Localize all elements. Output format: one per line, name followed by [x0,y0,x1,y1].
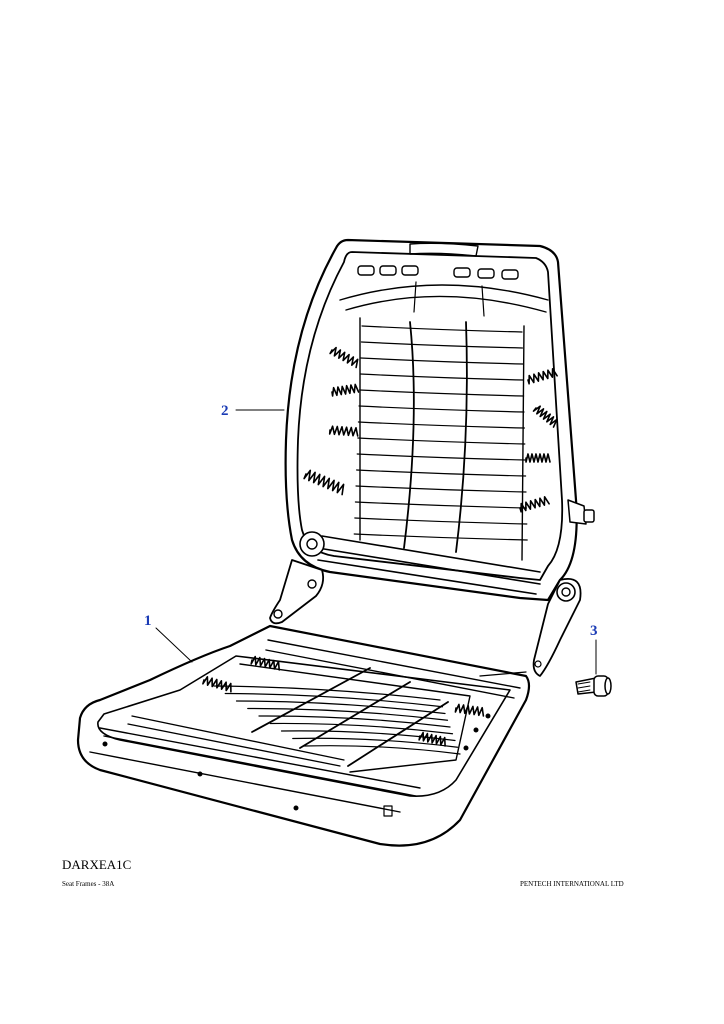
seat-cushion-frame [76,624,531,847]
seat-cross-wire [213,685,441,701]
callout-number-1: 1 [144,613,152,629]
backrest-cross-wire [354,517,528,525]
callout-number-2: 2 [221,403,229,419]
backrest-adjust-knob [567,499,595,525]
backrest-cross-wire [357,437,526,445]
backrest-cross-wire [359,373,524,381]
backrest-top-slots [357,242,519,280]
tension-spring [202,676,232,693]
seat-border-wire [239,663,471,773]
drawing-code: DARXEA1C [62,857,132,872]
bolt-part [575,675,612,697]
backrest-cross-wire [355,485,527,493]
leader-line-1 [155,627,193,663]
backrest-cross-wire [358,405,525,413]
backrest-suspension-mesh [303,317,558,561]
backrest-side-wire [521,325,525,561]
backrest-top-member [339,284,549,313]
tension-spring [328,425,359,437]
backrest-outer-outline [284,238,578,602]
tension-spring [250,655,280,671]
backrest-cross-wire [360,357,524,365]
backrest-vertical-wire [455,321,468,553]
seat-suspension-mesh [202,655,485,773]
backrest-cross-wire [354,501,527,509]
backrest-frame [269,238,595,677]
tension-spring [303,469,345,496]
backrest-cross-wire [360,341,523,349]
section-title: Seat Frames - 38A [62,880,115,888]
publisher-name: PENTECH INTERNATIONAL LTD [520,880,624,888]
tension-spring [519,496,550,513]
seat-outer-outline [76,624,531,847]
seat-cross-wire [224,692,444,708]
backrest-cross-wire [356,469,527,477]
seat-diagonal-wire [299,681,411,749]
backrest-inner-outline [296,251,564,581]
tension-spring [454,703,485,717]
callout-number-3: 3 [590,623,598,639]
seat-cross-wire [269,722,454,735]
tension-spring [527,368,558,385]
backrest-right-bracket [532,578,582,677]
backrest-left-bracket [269,559,325,625]
backrest-cross-wire [357,421,525,429]
seat-cross-wire [235,700,446,715]
seat-front-rail [89,727,421,813]
tension-spring [329,346,359,369]
backrest-vertical-wire [403,321,415,549]
seat-inner-outline [97,655,511,797]
tension-spring [532,405,558,428]
seat-cross-wire [303,745,461,755]
seat-diagonal-wire [347,701,449,767]
tension-spring [331,383,360,397]
backrest-cross-wire [353,533,528,541]
backrest-cross-wire [359,389,525,397]
backrest-cross-wire [361,325,523,333]
seat-cross-wire [292,737,459,748]
backrest-lower-member [317,535,541,595]
seat-rear-rail [265,639,521,699]
backrest-cross-wire [356,453,526,461]
tension-spring [418,731,446,747]
tension-spring [525,453,551,463]
